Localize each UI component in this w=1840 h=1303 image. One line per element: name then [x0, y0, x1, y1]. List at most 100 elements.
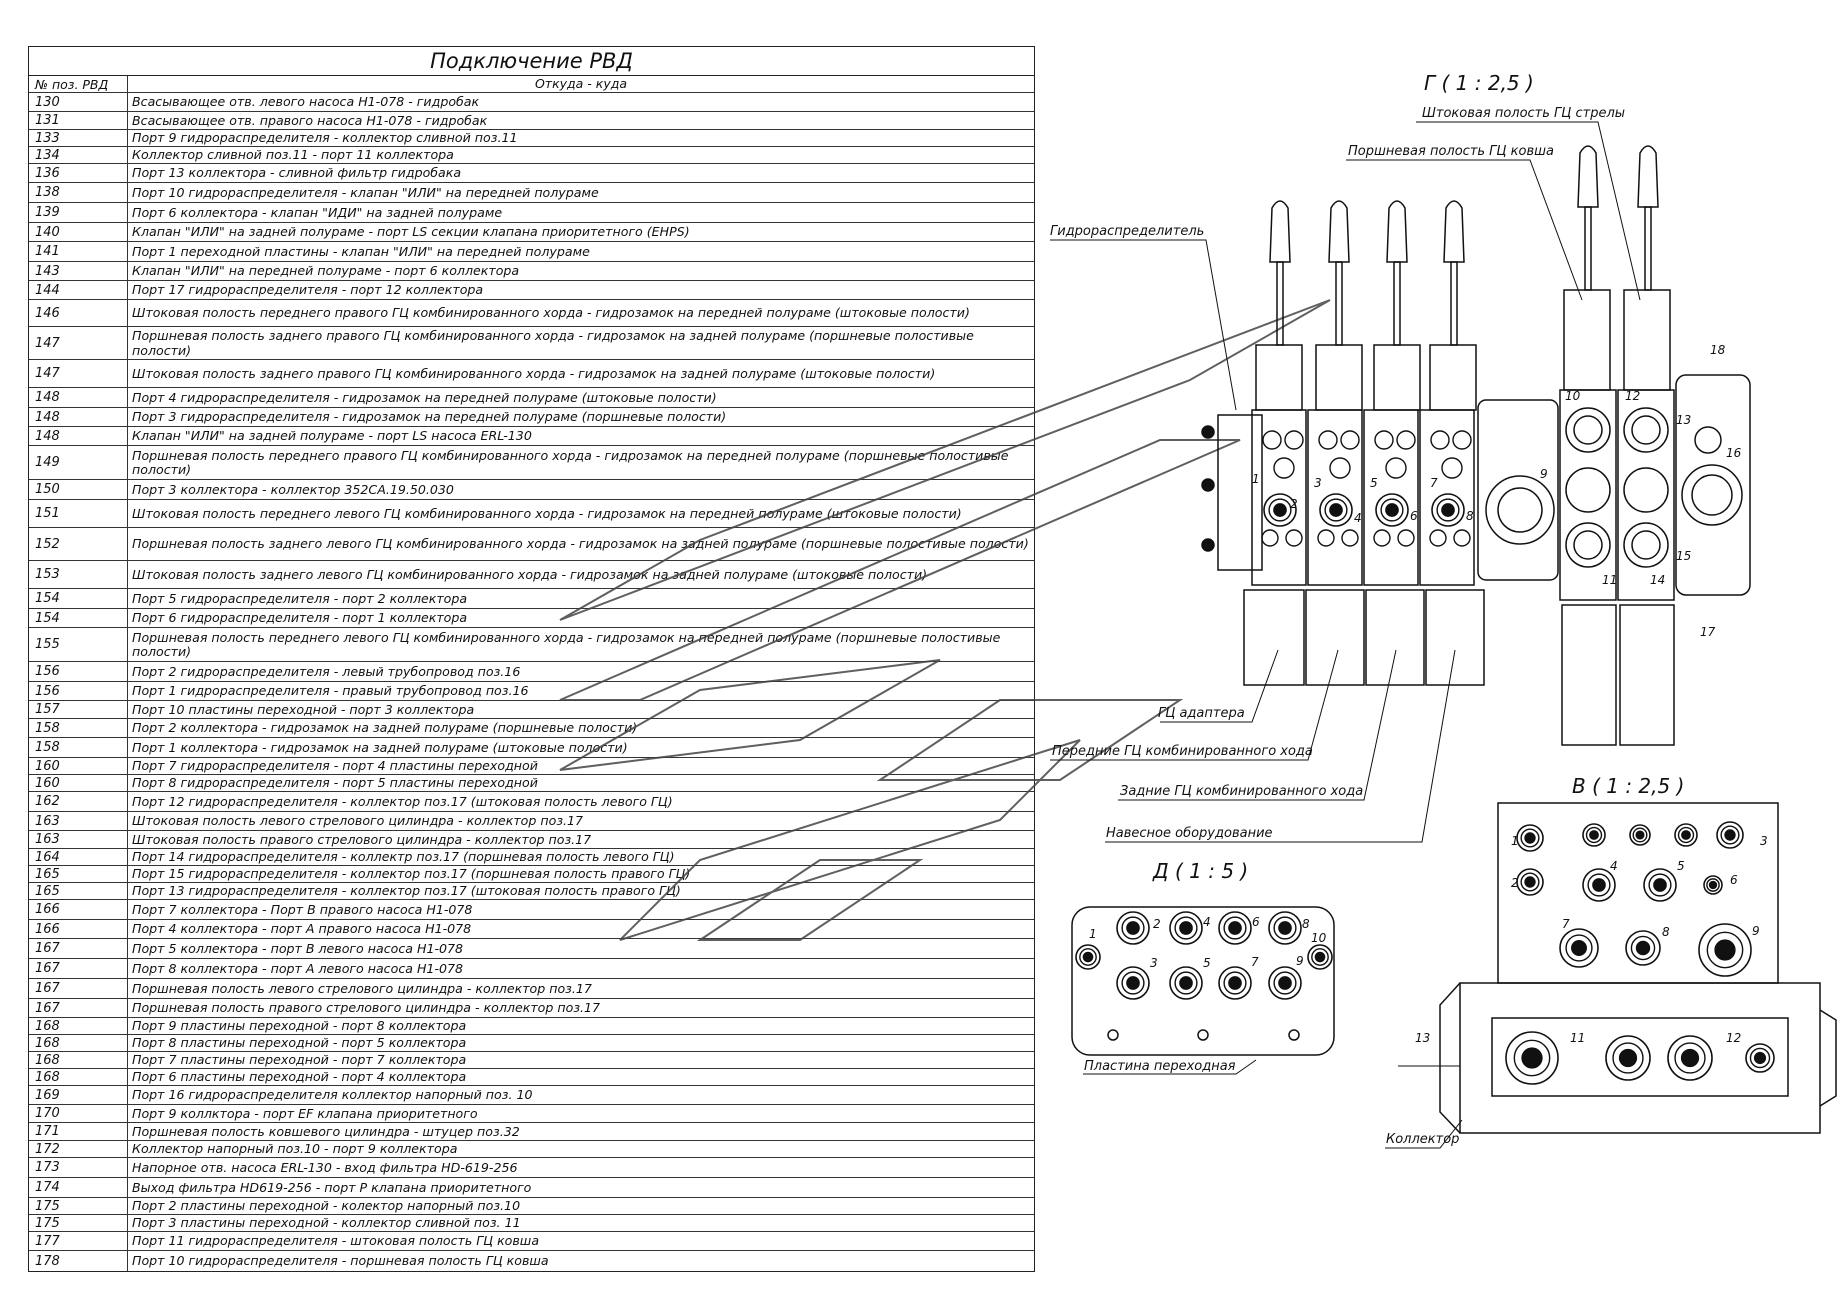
row-position: 166 — [29, 900, 128, 919]
g-port-6: 6 — [1410, 509, 1418, 523]
collector-port — [1643, 868, 1677, 902]
v-port-7: 7 — [1562, 917, 1570, 931]
row-route: Порт 4 коллектора - порт А правого насос… — [132, 921, 472, 937]
row-position: 152 — [29, 528, 128, 560]
d-port-6: 6 — [1252, 915, 1260, 929]
small-port — [1385, 457, 1407, 479]
control-lever — [1269, 200, 1291, 346]
row-route: Порт 6 пластины переходной - порт 4 колл… — [132, 1069, 467, 1085]
row-position: 163 — [29, 831, 128, 848]
row-route: Порт 6 гидрораспределителя - порт 1 колл… — [132, 610, 468, 626]
leader-lines-g — [1050, 121, 1641, 843]
label-attachment: Навесное оборудование — [1106, 826, 1273, 841]
label-rear-cyl: Задние ГЦ комбинированного хода — [1120, 784, 1363, 799]
g-port-10: 10 — [1565, 389, 1581, 403]
row-route: Порт 8 гидрораспределителя - порт 5 плас… — [132, 775, 538, 791]
d-port-10: 10 — [1311, 931, 1327, 945]
row-position: 170 — [29, 1105, 128, 1122]
control-lever — [1386, 200, 1408, 346]
row-position: 177 — [29, 1232, 128, 1250]
row-position: 155 — [29, 628, 128, 661]
small-port — [1341, 529, 1359, 547]
distributor-sections-right — [1559, 289, 1751, 746]
row-position: 167 — [29, 939, 128, 958]
plate-port — [1116, 911, 1150, 945]
row-position: 163 — [29, 812, 128, 830]
row-position: 160 — [29, 758, 128, 774]
control-levers-right — [1577, 145, 1659, 291]
small-port — [1396, 430, 1416, 450]
watermark-logo — [559, 299, 1331, 941]
label-collector: Коллектор — [1386, 1132, 1459, 1147]
d-port-1: 1 — [1089, 927, 1097, 941]
d-port-4: 4 — [1203, 915, 1211, 929]
row-position: 138 — [29, 183, 128, 202]
row-route: Порт 5 коллектора - порт В левого насоса… — [132, 940, 464, 956]
row-route: Порт 10 гидрораспределителя - поршневая … — [132, 1253, 549, 1269]
adapter-plate-ports — [1075, 911, 1333, 1000]
row-position: 158 — [29, 719, 128, 737]
distributor-ports-left — [1261, 430, 1472, 547]
v-port-5: 5 — [1677, 859, 1685, 873]
row-position: 150 — [29, 480, 128, 499]
row-position: 173 — [29, 1158, 128, 1177]
control-lever — [1637, 145, 1659, 291]
control-lever — [1328, 200, 1350, 346]
small-port — [1262, 430, 1282, 450]
v-port-3: 3 — [1760, 834, 1768, 848]
control-lever — [1443, 200, 1465, 346]
row-route: Коллектор сливной поз.11 - порт 11 колле… — [132, 147, 454, 163]
g-port-11: 11 — [1602, 573, 1617, 587]
plate-port — [1218, 911, 1252, 945]
row-route: Порт 16 гидрораспределителя коллектор на… — [132, 1087, 533, 1103]
small-port — [1452, 430, 1472, 450]
row-route: Порт 1 переходной пластины - клапан "ИЛИ… — [132, 243, 590, 259]
v-port-12: 12 — [1726, 1031, 1741, 1045]
work-port — [1431, 493, 1465, 527]
collector-port — [1667, 1035, 1713, 1081]
row-position: 165 — [29, 866, 128, 882]
label-front-cyl: Передние ГЦ комбинированного хода — [1052, 744, 1313, 759]
row-position: 174 — [29, 1178, 128, 1197]
collector-port — [1582, 868, 1616, 902]
row-position: 169 — [29, 1086, 128, 1104]
row-position: 151 — [29, 500, 128, 527]
v-port-9: 9 — [1752, 924, 1760, 938]
collector-port — [1625, 930, 1661, 966]
plate-port — [1268, 966, 1302, 1000]
small-port — [1373, 529, 1391, 547]
row-route: Порт 8 пластины переходной - порт 5 колл… — [132, 1035, 467, 1051]
g-port-1: 1 — [1252, 472, 1260, 486]
row-route: Напорное отв. насоса ERL-130 - вход филь… — [132, 1159, 518, 1175]
view-d — [1071, 906, 1335, 1075]
row-route: Всасывающее отв. правого насоса Н1-078 -… — [132, 112, 488, 128]
collector-body — [1459, 982, 1821, 1134]
v-port-4: 4 — [1610, 859, 1618, 873]
row-position: 147 — [29, 327, 128, 359]
drawing-text: Г ( 1 : 2,5 ) В ( 1 : 2,5 ) Д ( 1 : 5 ) … — [1050, 71, 1768, 1147]
row-position: 165 — [29, 883, 128, 899]
row-position: 149 — [29, 446, 128, 479]
row-position: 141 — [29, 242, 128, 261]
row-position: 130 — [29, 93, 128, 111]
